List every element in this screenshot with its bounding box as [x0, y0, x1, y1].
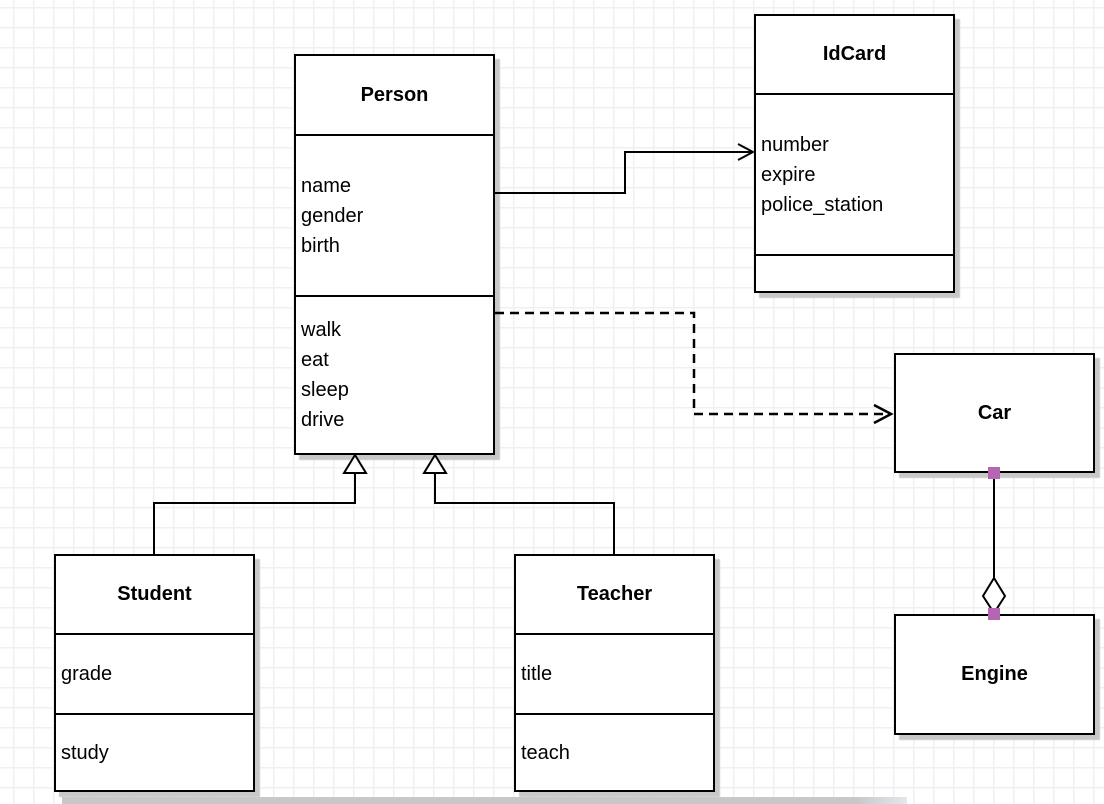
class-title: Person: [360, 83, 429, 106]
connector-generalization-teacher-person[interactable]: [422, 453, 615, 554]
attribute: expire: [761, 163, 816, 186]
attributes-section: title: [516, 633, 713, 713]
connector-generalization-student-person[interactable]: [153, 453, 368, 554]
class-box-teacher[interactable]: Teacher title teach: [514, 554, 715, 792]
attribute: name: [301, 174, 352, 197]
methods-section: study: [56, 713, 253, 790]
methods-section: walk eat sleep drive: [296, 295, 493, 453]
method: study: [61, 741, 109, 764]
methods-section: teach: [516, 713, 713, 790]
open-arrowhead-icon: [737, 143, 756, 161]
attribute: number: [761, 133, 829, 156]
connector-association-person-idcard[interactable]: [495, 143, 756, 194]
attribute: gender: [301, 204, 364, 227]
method: teach: [521, 741, 570, 764]
attributes-section: number expire police_station: [756, 93, 953, 254]
attributes-section: name gender birth: [296, 134, 493, 295]
method: drive: [301, 409, 345, 431]
methods-section-empty: [756, 254, 953, 291]
hollow-diamond-icon: [981, 576, 1007, 615]
method: sleep: [301, 379, 349, 401]
class-box-car[interactable]: Car: [894, 353, 1095, 473]
attribute: police_station: [761, 193, 884, 216]
class-title: IdCard: [822, 43, 887, 65]
class-title: Student: [117, 583, 192, 605]
method: eat: [301, 349, 329, 371]
class-box-engine[interactable]: Engine: [894, 614, 1095, 735]
method: walk: [301, 319, 342, 341]
class-title: Car: [977, 401, 1012, 424]
class-box-idcard[interactable]: IdCard number expire police_station: [754, 14, 955, 293]
page-edge-shadow: [62, 797, 907, 804]
connector-dependency-person-car[interactable]: [495, 311, 894, 425]
attribute: grade: [61, 663, 113, 685]
connector-aggregation-car-engine[interactable]: [981, 467, 1007, 620]
attribute: birth: [301, 234, 340, 257]
class-title: Engine: [961, 663, 1028, 685]
attribute: title: [521, 663, 553, 685]
hollow-triangle-icon: [422, 453, 448, 474]
open-arrowhead-icon: [873, 403, 894, 425]
hollow-triangle-icon: [342, 453, 368, 474]
class-box-student[interactable]: Student grade study: [54, 554, 255, 792]
attributes-section: grade: [56, 633, 253, 713]
class-title: Teacher: [576, 583, 653, 605]
class-box-person[interactable]: Person name gender birth walk eat sleep …: [294, 54, 495, 455]
